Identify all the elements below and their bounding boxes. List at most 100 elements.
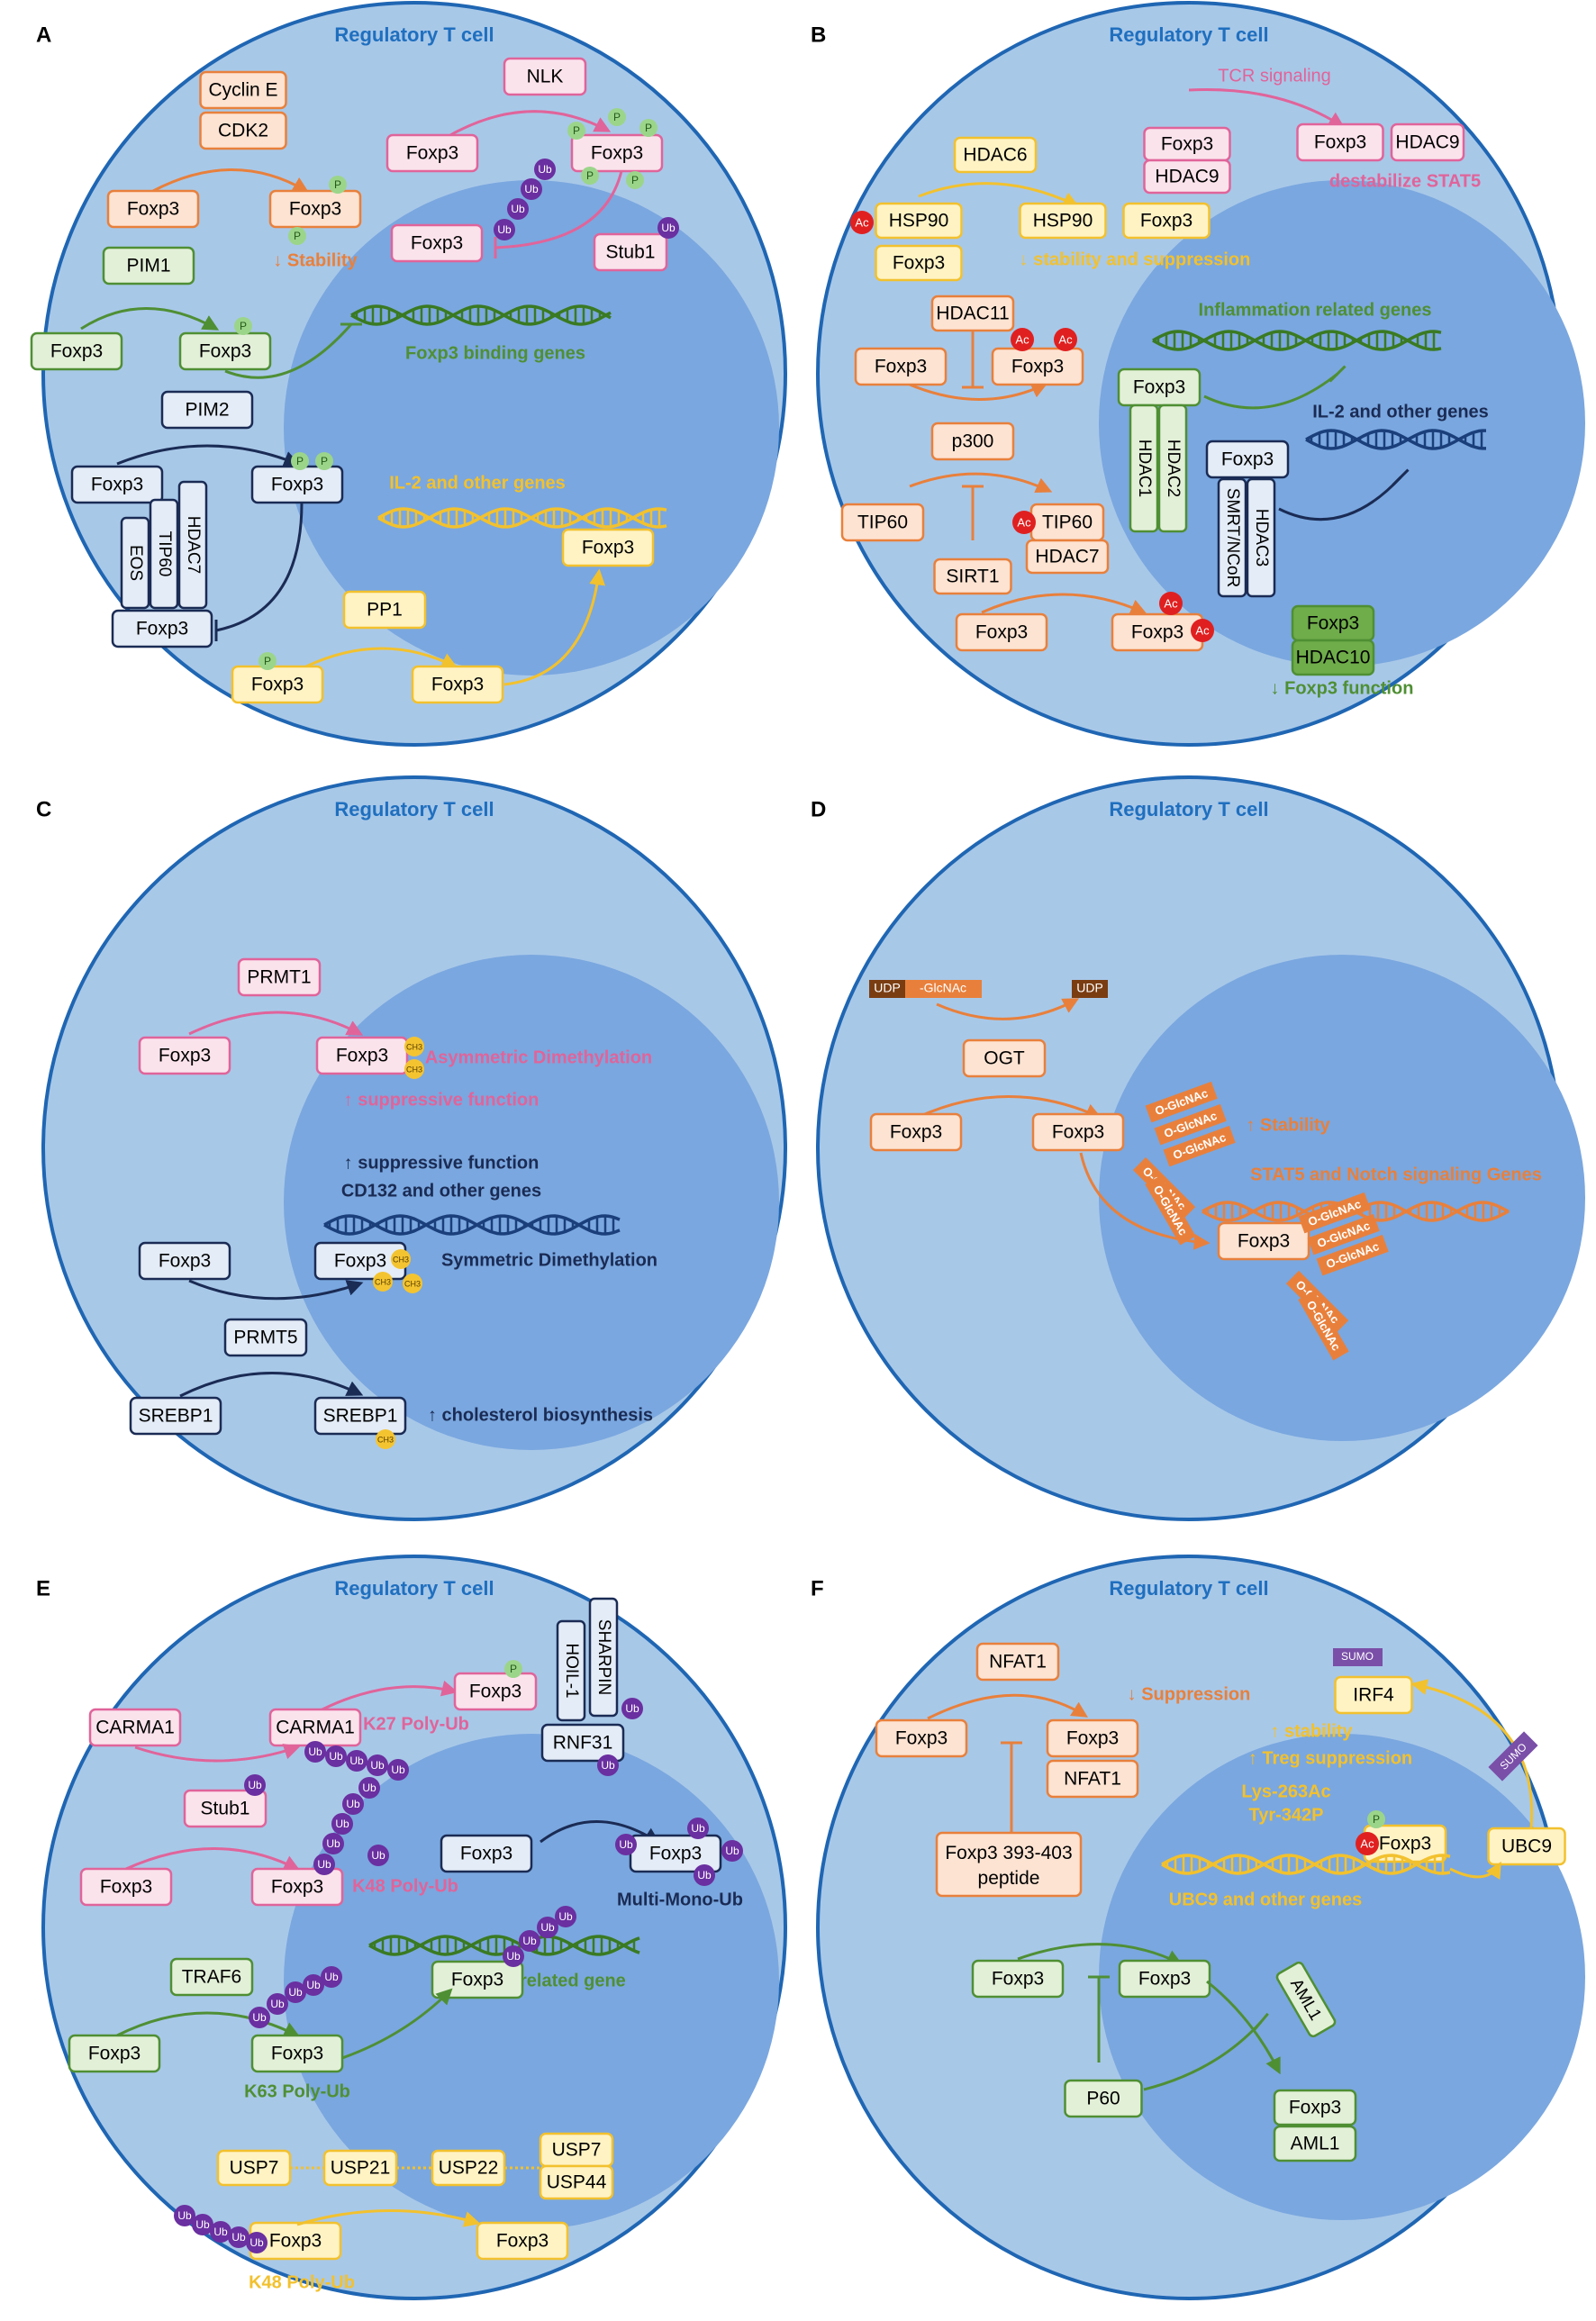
acetyl-circle bbox=[850, 211, 874, 234]
protein-label: Foxp3 bbox=[1133, 377, 1185, 398]
nucleus bbox=[284, 955, 779, 1450]
ubiquitin-circle bbox=[537, 1917, 558, 1938]
arrow bbox=[936, 998, 1080, 1020]
binding-genes-label: Foxp3 binding genes bbox=[405, 343, 585, 363]
methyl-label: CH3 bbox=[404, 1279, 421, 1288]
protein-label: Foxp3 bbox=[591, 143, 643, 164]
arrow bbox=[134, 1744, 301, 1763]
protein-box-vertical bbox=[1157, 403, 1188, 533]
protein-box bbox=[1334, 1675, 1413, 1715]
protein-box bbox=[975, 1642, 1060, 1682]
protein-label: Foxp3 bbox=[100, 1877, 152, 1898]
inhibition-bar bbox=[1253, 2012, 1269, 2032]
ubiquitin-label: Ub bbox=[538, 163, 552, 176]
acetyl-label: Ac bbox=[1058, 332, 1073, 346]
ubiquitin-circle bbox=[249, 2007, 270, 2028]
ubiquitin-label: Ub bbox=[370, 1759, 385, 1772]
ubiquitin-label: Ub bbox=[248, 1779, 262, 1791]
inhibition-line bbox=[224, 323, 353, 379]
methyl-circle bbox=[404, 1059, 424, 1079]
protein-label: Stub1 bbox=[201, 1799, 250, 1819]
methyl-circle bbox=[373, 1272, 393, 1292]
ubiquitin-circle bbox=[687, 1818, 709, 1839]
protein-label: HDAC6 bbox=[963, 145, 1027, 166]
panel-letter: C bbox=[36, 797, 51, 821]
ubiquitin-label: Ub bbox=[270, 1998, 285, 2010]
protein-label: HDAC7 bbox=[1035, 547, 1099, 567]
phosphate-label: P bbox=[240, 320, 247, 332]
arrow bbox=[125, 1847, 301, 1871]
protein-box bbox=[70, 465, 164, 504]
protein-box bbox=[561, 528, 655, 567]
arrow bbox=[188, 1011, 364, 1036]
il2-genes-label: IL-2 and other genes bbox=[1312, 402, 1489, 422]
udp-block-2 bbox=[1072, 980, 1108, 998]
ubiquitin-label: Ub bbox=[661, 222, 676, 234]
cholesterol-label: ↑ cholesterol biosynthesis bbox=[428, 1405, 653, 1425]
ubiquitin-label: Ub bbox=[249, 2236, 264, 2249]
protein-label: Foxp3 bbox=[460, 1844, 512, 1864]
protein-box bbox=[431, 1960, 524, 1999]
phosphate-circle bbox=[504, 1660, 522, 1678]
protein-box bbox=[453, 1672, 538, 1711]
protein-label: TIP60 bbox=[1042, 512, 1093, 533]
protein-label: SREBP1 bbox=[323, 1406, 398, 1427]
protein-label: Foxp3 bbox=[1131, 622, 1183, 643]
protein-box bbox=[930, 422, 1015, 461]
protein-box bbox=[503, 57, 587, 96]
protein-label: Foxp3 bbox=[1138, 1969, 1191, 1990]
acetyl-label: Ac bbox=[855, 215, 869, 229]
protein-label: Foxp3 bbox=[582, 538, 634, 558]
protein-box bbox=[102, 246, 195, 286]
protein-label: p300 bbox=[952, 431, 994, 452]
protein-label: HSP90 bbox=[1033, 211, 1093, 231]
protein-label: Foxp3 bbox=[289, 199, 341, 220]
arrow bbox=[305, 647, 458, 668]
protein-label: Foxp3 bbox=[271, 475, 323, 495]
phosphate-circle bbox=[581, 167, 599, 185]
k27-label: K27 Poly-Ub bbox=[363, 1714, 469, 1734]
phosphate-label: P bbox=[321, 455, 328, 467]
nucleus bbox=[284, 180, 779, 675]
phosphate-circle bbox=[234, 317, 252, 335]
protein-label: HSP90 bbox=[889, 211, 949, 231]
ubiquitin-label: Ub bbox=[326, 1837, 340, 1850]
ubiquitin-label: Ub bbox=[177, 2209, 192, 2222]
ubiquitin-label: Ub bbox=[391, 1763, 405, 1776]
ubiquitin-circle bbox=[342, 1793, 364, 1815]
ubiquitin-circle bbox=[321, 1966, 342, 1988]
protein-box bbox=[933, 558, 1012, 595]
protein-box-vertical bbox=[556, 1619, 586, 1722]
protein-box bbox=[30, 331, 123, 371]
protein-box bbox=[953, 136, 1038, 174]
ubiquitin-circle bbox=[507, 198, 529, 220]
protein-box bbox=[106, 189, 200, 229]
protein-label: Foxp3 bbox=[159, 1046, 211, 1066]
arrow bbox=[296, 2208, 481, 2227]
ubiquitin-circle bbox=[534, 159, 556, 180]
protein-box bbox=[250, 2034, 344, 2073]
methyl-circle bbox=[376, 1429, 395, 1449]
symmetric-label: Symmetric Dimethylation bbox=[441, 1250, 657, 1270]
tyr-label: Tyr-342P bbox=[1248, 1805, 1323, 1825]
arrow bbox=[80, 307, 220, 331]
protein-box bbox=[540, 1723, 625, 1763]
protein-label: Cyclin E bbox=[208, 80, 277, 101]
phosphate-circle bbox=[258, 652, 277, 670]
arrow bbox=[116, 2011, 301, 2037]
phosphate-circle bbox=[329, 176, 347, 194]
panel-letter: A bbox=[36, 23, 51, 47]
protein-label: Foxp3 bbox=[1052, 1122, 1104, 1143]
arrow bbox=[1206, 1980, 1281, 2075]
protein-label: SHARPIN bbox=[594, 1619, 613, 1695]
phosphate-label: P bbox=[573, 124, 580, 137]
ubiquitin-label: Ub bbox=[213, 2226, 228, 2238]
protein-label: Foxp3 bbox=[451, 1970, 503, 1990]
protein-box bbox=[169, 1957, 254, 1997]
protein-label: Foxp3 bbox=[269, 2231, 322, 2252]
ubiquitin-circle bbox=[331, 1813, 353, 1835]
methyl-circle bbox=[403, 1274, 422, 1293]
protein-label: HOIL-1 bbox=[562, 1643, 581, 1698]
k63-label: K63 Poly-Ub bbox=[244, 2081, 350, 2101]
protein-label: TIP60 bbox=[857, 512, 908, 533]
